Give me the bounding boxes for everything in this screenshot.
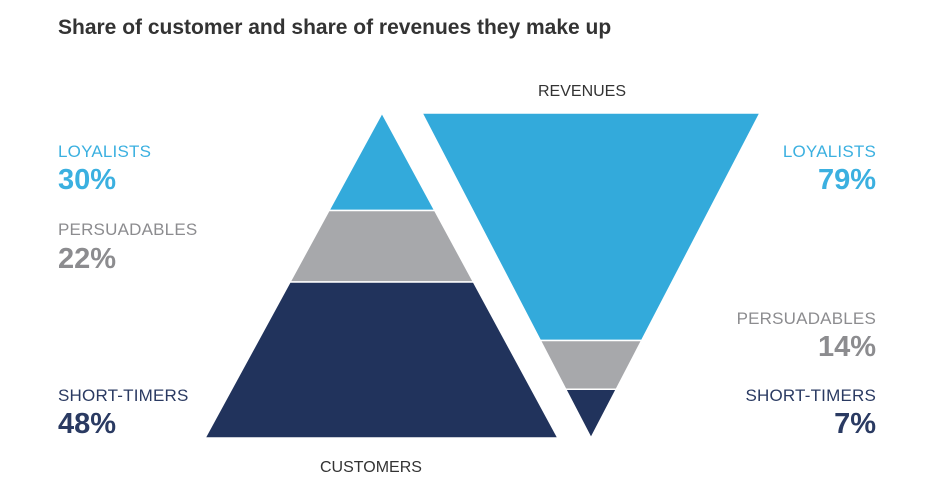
customers-segment-loyalists bbox=[327, 111, 437, 212]
customers-short-timers-label: SHORT-TIMERS bbox=[58, 386, 189, 405]
customers-persuadables-label: PERSUADABLES bbox=[58, 220, 198, 239]
customers-loyalists-value: 30% bbox=[58, 164, 117, 196]
customers-short-timers-value: 48% bbox=[58, 408, 117, 440]
revenues-short-timers-label: SHORT-TIMERS bbox=[745, 386, 876, 405]
customers-segment-short-timers bbox=[203, 281, 560, 439]
customers-caption: CUSTOMERS bbox=[320, 459, 422, 476]
chart-title: Share of customer and share of revenues … bbox=[58, 16, 612, 39]
revenues-segment-short-timers bbox=[564, 388, 618, 440]
revenues-segment-persuadables bbox=[539, 339, 643, 390]
revenues-persuadables-label: PERSUADABLES bbox=[736, 309, 876, 328]
revenues-loyalists-label: LOYALISTS bbox=[782, 142, 876, 161]
revenues-short-timers-value: 7% bbox=[834, 408, 876, 440]
customers-persuadables-value: 22% bbox=[58, 243, 117, 275]
revenues-caption: REVENUES bbox=[538, 83, 627, 100]
customers-loyalists-label: LOYALISTS bbox=[58, 142, 152, 161]
revenues-loyalists-value: 79% bbox=[817, 164, 876, 196]
revenues-persuadables-value: 14% bbox=[817, 331, 876, 363]
customers-segment-persuadables bbox=[288, 209, 475, 283]
